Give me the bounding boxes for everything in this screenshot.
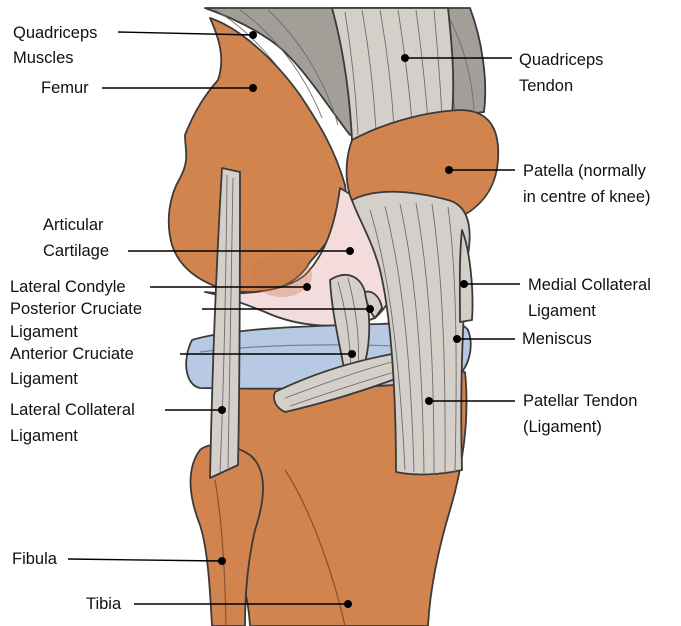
label-quadriceps-muscles-line1: Quadriceps xyxy=(13,24,97,42)
label-posterior-cruciate-line2: Ligament xyxy=(10,323,78,341)
marker-patellar-tendon xyxy=(425,397,433,405)
label-lateral-condyle-text: Lateral Condyle xyxy=(10,278,126,296)
label-patella-line1: Patella (normally xyxy=(523,162,647,180)
label-tibia-text: Tibia xyxy=(86,595,122,613)
marker-meniscus xyxy=(453,335,461,343)
label-anterior-cruciate-line2: Ligament xyxy=(10,370,78,388)
label-medial-collateral-line1: Medial Collateral xyxy=(528,276,651,294)
label-anterior-cruciate-line1: Anterior Cruciate xyxy=(10,345,134,363)
label-quadriceps-tendon-line2: Tendon xyxy=(519,77,573,95)
marker-lateral-collateral xyxy=(218,406,226,414)
leader-fibula xyxy=(68,559,222,561)
label-quadriceps-tendon-line1: Quadriceps xyxy=(519,51,603,69)
label-medial-collateral-line2: Ligament xyxy=(528,302,596,320)
marker-femur xyxy=(249,84,257,92)
label-lateral-collateral-line1: Lateral Collateral xyxy=(10,401,135,419)
marker-patella xyxy=(445,166,453,174)
label-articular-cartilage-line2: Cartilage xyxy=(43,242,109,260)
marker-anterior-cruciate xyxy=(348,350,356,358)
label-lateral-collateral-ligament: Lateral Collateral Ligament xyxy=(10,401,226,445)
marker-tibia xyxy=(344,600,352,608)
marker-articular-cartilage xyxy=(346,247,354,255)
label-fibula: Fibula xyxy=(12,550,226,568)
marker-quadriceps-muscles xyxy=(249,31,257,39)
marker-lateral-condyle xyxy=(303,283,311,291)
label-lateral-collateral-line2: Ligament xyxy=(10,427,78,445)
label-posterior-cruciate-line1: Posterior Cruciate xyxy=(10,300,142,318)
marker-fibula xyxy=(218,557,226,565)
label-quadriceps-muscles-line2: Muscles xyxy=(13,49,74,67)
lateral-condyle xyxy=(252,253,312,297)
label-femur-text: Femur xyxy=(41,79,89,97)
marker-posterior-cruciate xyxy=(366,305,374,313)
medial-collateral-ligament xyxy=(460,230,473,322)
label-patellar-tendon-line1: Patellar Tendon xyxy=(523,392,637,410)
marker-medial-collateral xyxy=(460,280,468,288)
label-fibula-text: Fibula xyxy=(12,550,58,568)
label-meniscus-text: Meniscus xyxy=(522,330,592,348)
label-meniscus: Meniscus xyxy=(453,330,592,348)
label-patellar-tendon-line2: (Ligament) xyxy=(523,418,602,436)
label-patella-line2: in centre of knee) xyxy=(523,188,651,206)
label-medial-collateral-ligament: Medial Collateral Ligament xyxy=(460,276,651,320)
marker-quadriceps-tendon xyxy=(401,54,409,62)
label-articular-cartilage-line1: Articular xyxy=(43,216,104,234)
